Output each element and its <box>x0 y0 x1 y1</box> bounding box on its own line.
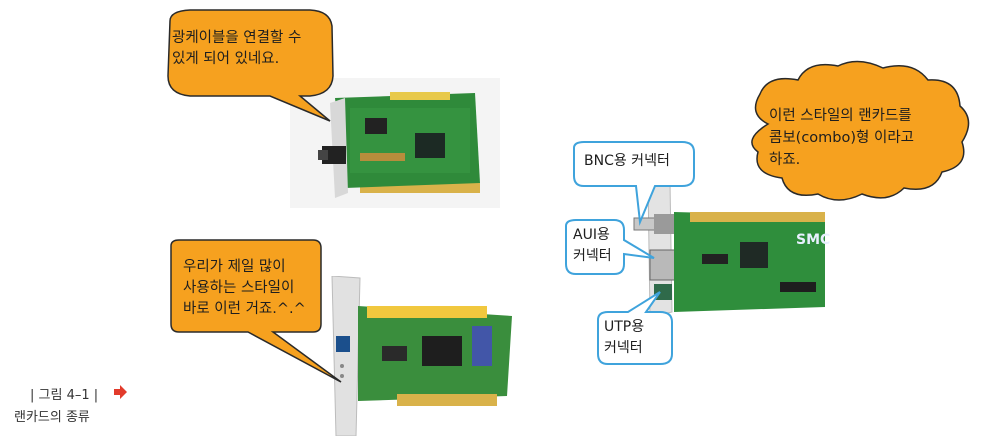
bubble-combo-line2: 콤보(combo)형 이라고 <box>769 130 915 146</box>
utp-connector-label-line2: 커넥터 <box>604 340 643 356</box>
bubble-common-line3: 바로 이런 거죠.^.^ <box>183 301 306 317</box>
bnc-connector-label: BNC용 커넥터 <box>584 153 670 169</box>
combo-lan-card-image: SMC <box>633 182 830 318</box>
bubble-fiber-line2: 있게 되어 있네요. <box>172 51 280 67</box>
smc-logo: SMC <box>796 232 830 248</box>
utp-connector-label-line1: UTP용 <box>604 319 645 335</box>
cloud-bubble-combo <box>751 60 970 201</box>
speech-bubble-fiber <box>167 9 334 122</box>
aui-connector-label-line2: 커넥터 <box>573 248 612 264</box>
speech-bubble-common <box>170 239 342 383</box>
bubble-combo-line1: 이런 스타일의 랜카드를 <box>769 108 912 124</box>
arrow-right-icon <box>114 385 127 399</box>
figure-number: | 그림 4–1 | <box>30 388 99 403</box>
bubble-combo-line3: 하죠. <box>769 152 801 168</box>
aui-connector-label-line1: AUI용 <box>573 227 610 243</box>
callout-shapes <box>565 141 695 365</box>
fiber-lan-card-image <box>290 78 500 208</box>
bubble-common-line1: 우리가 제일 많이 <box>183 259 286 275</box>
common-lan-card-image <box>331 276 512 436</box>
bubble-fiber-line1: 광케이블을 연결할 수 <box>172 30 302 46</box>
figure-title: 랜카드의 종류 <box>14 410 90 425</box>
bubble-common-line2: 사용하는 스타일이 <box>183 280 295 296</box>
